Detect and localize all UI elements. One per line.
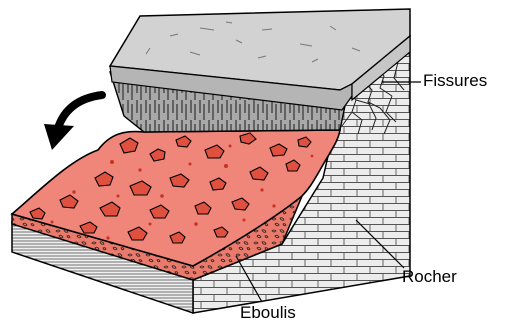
rocher-label: Rocher (402, 267, 457, 287)
curved-arrow-icon (44, 95, 102, 150)
fissures-label: Fissures (423, 71, 487, 91)
eboulis-label: Eboulis (240, 303, 296, 323)
